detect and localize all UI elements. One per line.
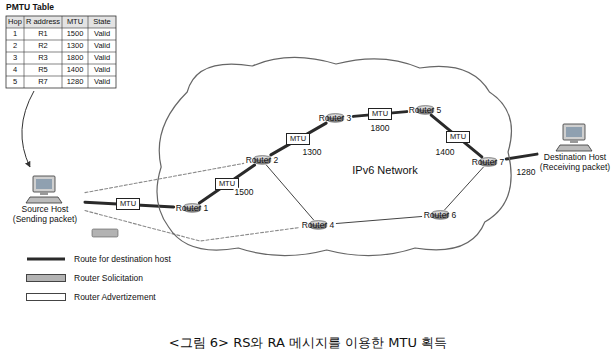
router-node: Router 2 <box>244 155 281 165</box>
table-cell: 2 <box>13 42 17 50</box>
mtu-box: MTU <box>446 131 470 142</box>
monitor <box>563 124 585 140</box>
route-link <box>506 154 537 159</box>
mtu-value: 1800 <box>370 124 391 133</box>
computer-icon <box>555 123 595 153</box>
table-frame <box>6 16 116 88</box>
monitor <box>33 176 55 192</box>
table-title: PMTU Table <box>6 3 54 12</box>
legend-text: Route for destination host <box>74 254 171 264</box>
network-link <box>336 217 421 224</box>
network-label: IPv6 Network <box>350 164 419 176</box>
mtu-box: MTU <box>368 108 392 119</box>
table-cell: 1800 <box>67 54 84 62</box>
legend-swatch <box>26 293 66 301</box>
mtu-box: MTU <box>116 198 140 209</box>
node-label: Router 3 <box>319 113 352 123</box>
figure-caption: <그림 6> RS와 RA 메시지를 이용한 MTU 획득 <box>0 334 616 352</box>
table-cell: 3 <box>13 54 17 62</box>
network-link <box>266 165 313 220</box>
table-grid <box>6 16 116 88</box>
mtu-box: MTU <box>286 133 310 144</box>
rs-ra-link <box>85 163 244 192</box>
node-label: Router 6 <box>424 210 457 220</box>
host-computer: Source Host (Sending packet) <box>5 175 85 225</box>
mtu-value: 1280 <box>516 168 537 177</box>
node-label: Router 1 <box>176 203 209 213</box>
node-label: Router 2 <box>246 155 279 165</box>
table-pointer-arrow <box>22 91 34 167</box>
table-cell: 1500 <box>67 30 84 38</box>
node-label: Source Host (Sending packet) <box>5 205 85 225</box>
legend-line-sample <box>26 255 66 263</box>
node-label: Destination Host (Receiving packet) <box>537 153 613 173</box>
screen <box>566 127 582 137</box>
table-cell: Valid <box>94 30 110 38</box>
legend-row: Router Solicitation <box>26 271 143 285</box>
legend-swatch <box>26 274 66 282</box>
legend-row: Router Advertizement <box>26 290 156 304</box>
table-cell: 4 <box>13 66 17 74</box>
router-node: Router 4 <box>300 220 337 230</box>
table-cell: R1 <box>38 30 48 38</box>
legend-text: Router Advertizement <box>74 292 156 302</box>
router-node: Router 3 <box>317 113 354 123</box>
keyboard <box>556 145 592 151</box>
mtu-value: 1500 <box>234 188 255 197</box>
table-cell: R address <box>26 18 60 26</box>
table-cell: R2 <box>38 42 48 50</box>
keyboard <box>26 197 62 203</box>
mtu-value: 1400 <box>435 148 456 157</box>
router-node: Router 7 <box>470 157 507 167</box>
mtu-label: MTU <box>372 109 388 118</box>
table-cell: 5 <box>13 78 17 86</box>
legend-text: Router Solicitation <box>74 273 143 283</box>
legend-line <box>27 258 65 261</box>
table-cell: Valid <box>94 66 110 74</box>
table-cell: Valid <box>94 54 110 62</box>
table-cell: 1 <box>13 30 17 38</box>
rs-ra-link <box>85 211 300 241</box>
network-link <box>445 167 484 210</box>
legend-row: Route for destination host <box>26 252 171 266</box>
table-cell: 1400 <box>67 66 84 74</box>
monitor-stand <box>570 140 578 143</box>
router-node: Router 6 <box>422 210 459 220</box>
host-computer: Destination Host (Receiving packet) <box>537 123 613 173</box>
node-label: Router 4 <box>302 220 335 230</box>
network-cloud: IPv6 NetworkRouter 1 Router 2 Router 3 Rout… <box>150 52 522 262</box>
mtu-label: MTU <box>120 199 136 208</box>
cloud-outline <box>150 52 522 262</box>
mtu-label: MTU <box>450 132 466 141</box>
table-cell: Valid <box>94 78 110 86</box>
router-node: Router 5 <box>407 105 444 115</box>
router-node: Router 1 <box>174 203 211 213</box>
table-cell: R5 <box>38 66 48 74</box>
table-header-fill <box>6 16 116 28</box>
table-cell: MTU <box>67 18 83 26</box>
node-label: Router 5 <box>409 105 442 115</box>
route-link <box>431 115 482 157</box>
table-cell: R7 <box>38 78 48 86</box>
cloud-path <box>157 57 511 255</box>
table-cell: 1300 <box>67 42 84 50</box>
mtu-label: MTU <box>290 134 306 143</box>
rs-packet <box>92 229 118 237</box>
table-cell: State <box>93 18 111 26</box>
route-link <box>199 165 254 203</box>
mtu-value: 1300 <box>302 148 323 157</box>
screen <box>36 179 52 189</box>
computer-icon <box>25 175 65 205</box>
monitor-stand <box>40 192 48 195</box>
table-cell: 1280 <box>67 78 84 86</box>
table-cell: R3 <box>38 54 48 62</box>
table-cell: Hop <box>8 18 22 26</box>
table-cell: Valid <box>94 42 110 50</box>
node-label: Router 7 <box>472 157 505 167</box>
